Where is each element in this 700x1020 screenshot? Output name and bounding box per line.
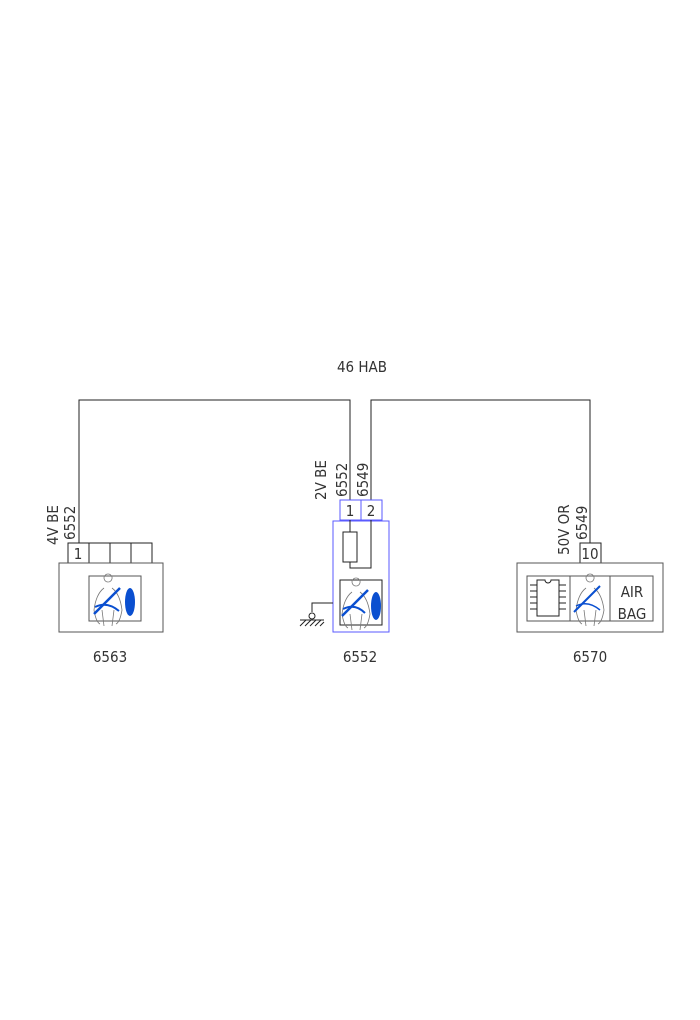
resistor-icon xyxy=(342,520,372,569)
component-body xyxy=(516,562,664,633)
wire-color-label: 2V BE xyxy=(312,460,330,500)
airbag-text-icon: AIR BAG xyxy=(609,575,654,623)
seatbelt-airbag-icon xyxy=(339,577,383,631)
component-6552[interactable]: 2V BE 6552 6549 1 2 6552 xyxy=(299,460,390,666)
pin-label: 1 xyxy=(346,502,355,520)
pin-label: 2 xyxy=(367,502,376,520)
pin-label: 1 xyxy=(74,545,83,563)
component-body xyxy=(58,562,164,633)
wire-number-label: 6552 xyxy=(333,463,351,497)
wire-6552 xyxy=(78,399,351,543)
pin-4[interactable] xyxy=(130,542,153,564)
airbag-text-line2: BAG xyxy=(618,605,647,623)
component-id: 6563 xyxy=(93,648,127,666)
airbag-text-line1: AIR xyxy=(621,583,644,601)
component-id: 6570 xyxy=(573,648,607,666)
component-body xyxy=(332,520,390,633)
ground-icon xyxy=(299,602,333,627)
component-id: 6552 xyxy=(343,648,377,666)
wire-number-label: 6552 xyxy=(61,506,79,540)
seatbelt-airbag-icon xyxy=(88,573,142,627)
wire-color-label: 50V OR xyxy=(555,504,573,555)
seatbelt-icon xyxy=(569,573,611,627)
component-6563[interactable]: 4V BE 6552 1 6563 xyxy=(44,505,164,666)
pin-2[interactable] xyxy=(88,542,111,564)
wire-number-label: 6549 xyxy=(573,506,591,540)
pin-label: 10 xyxy=(581,545,598,563)
ecu-chip-icon xyxy=(526,575,571,622)
component-6570[interactable]: 50V OR 6549 10 AIR BAG 6570 xyxy=(516,504,664,666)
wire-color-label: 4V BE xyxy=(44,505,62,545)
pin-3[interactable] xyxy=(109,542,132,564)
wire-number-label: 6549 xyxy=(354,463,372,497)
wire-6549 xyxy=(370,399,591,543)
harness-label: 46 HAB xyxy=(337,358,387,376)
